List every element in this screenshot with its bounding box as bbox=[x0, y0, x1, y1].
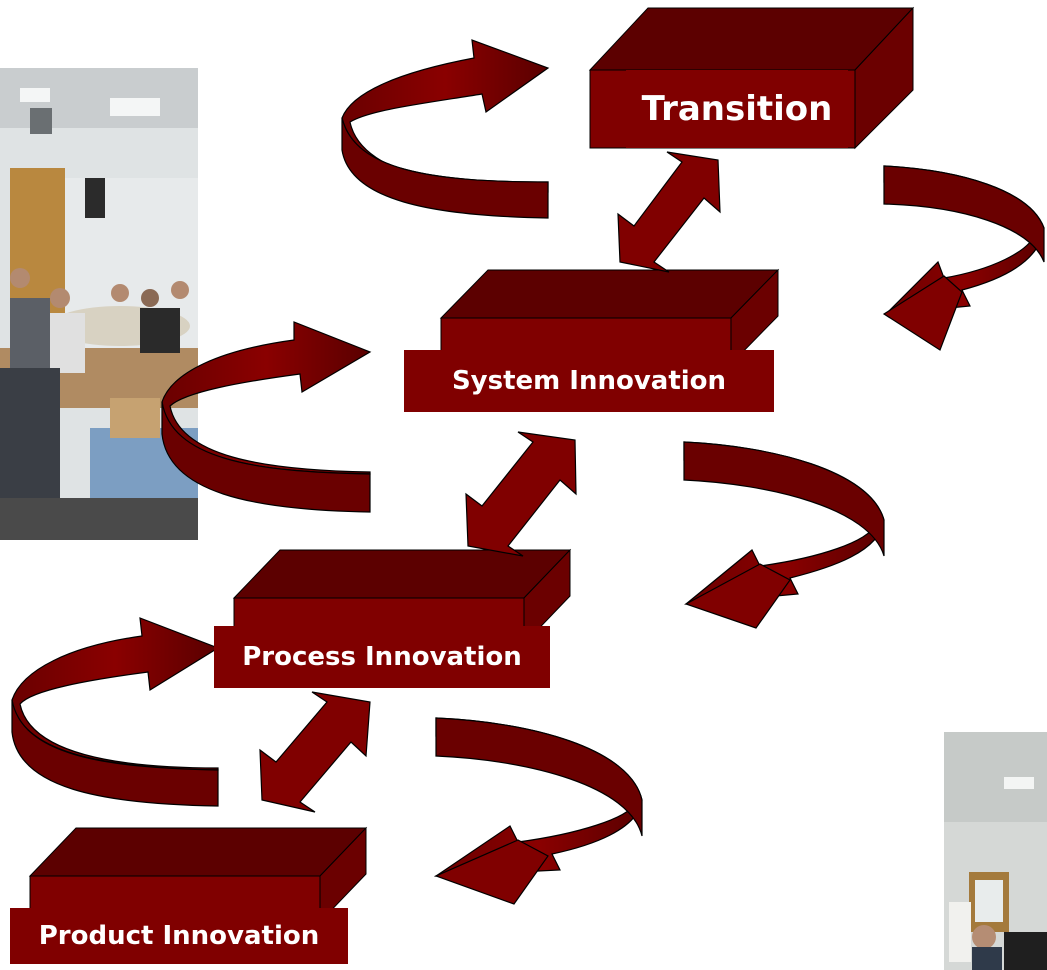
process-innovation-label: Process Innovation bbox=[214, 626, 550, 688]
transition-label: Transition bbox=[626, 70, 848, 148]
double-arrow-system-transition bbox=[617, 151, 721, 273]
loop-arrow-transition-left bbox=[341, 39, 550, 219]
loop-arrow-system-right bbox=[683, 441, 885, 629]
loop-arrow-process-right bbox=[433, 717, 643, 905]
double-arrow-process-system bbox=[465, 431, 577, 557]
workshop-photo-left bbox=[0, 68, 198, 540]
system-innovation-label: System Innovation bbox=[404, 350, 774, 412]
loop-arrow-system-left bbox=[161, 321, 372, 513]
loop-arrow-process-left bbox=[11, 617, 220, 807]
double-arrow-product-process bbox=[259, 691, 371, 813]
loop-arrow-transition-right bbox=[882, 165, 1045, 351]
workshop-photo-right bbox=[944, 732, 1047, 970]
product-innovation-label: Product Innovation bbox=[10, 908, 348, 964]
